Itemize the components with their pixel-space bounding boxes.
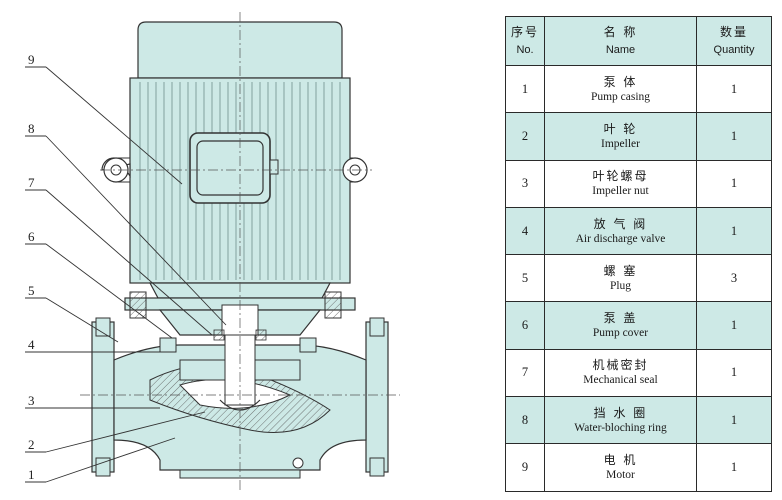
row-no: 8	[505, 396, 545, 445]
row-no: 3	[505, 159, 545, 208]
row-qty: 1	[696, 396, 772, 445]
row-no: 6	[505, 301, 545, 350]
centerlines	[80, 12, 400, 492]
row-qty: 1	[696, 206, 772, 256]
row-no: 1	[505, 64, 545, 114]
header-no: 序号 No.	[505, 16, 545, 66]
callout-leaders	[25, 66, 227, 483]
row-qty: 3	[696, 254, 772, 303]
callout-5: 5	[28, 283, 35, 298]
callout-labels: 9 8 7 6 5 4 3 2 1	[28, 52, 35, 482]
row-qty: 1	[696, 443, 772, 492]
row-qty: 1	[696, 64, 772, 114]
callout-1: 1	[28, 467, 35, 482]
row-qty: 1	[696, 348, 772, 398]
header-name: 名 称 Name	[544, 16, 697, 66]
pump-cross-section-diagram: 9 8 7 6 5 4 3 2 1	[25, 12, 400, 492]
callout-4: 4	[28, 337, 35, 352]
row-qty: 1	[696, 112, 772, 161]
row-no: 7	[505, 348, 545, 398]
row-no: 2	[505, 112, 545, 161]
row-no: 4	[505, 206, 545, 256]
row-qty: 1	[696, 301, 772, 350]
header-quantity: 数量 Quantity	[696, 16, 772, 66]
callout-7: 7	[28, 175, 35, 190]
row-no: 9	[505, 443, 545, 492]
callout-8: 8	[28, 121, 35, 136]
callout-9: 9	[28, 52, 35, 67]
table-header-row: 序号 No. 名 称 Name 数量 Quantity	[505, 16, 772, 66]
callout-2: 2	[28, 437, 35, 452]
row-qty: 1	[696, 159, 772, 208]
callout-3: 3	[28, 393, 35, 408]
motor	[101, 21, 368, 299]
pump-casing	[91, 317, 389, 479]
row-no: 5	[505, 254, 545, 303]
callout-6: 6	[28, 229, 35, 244]
